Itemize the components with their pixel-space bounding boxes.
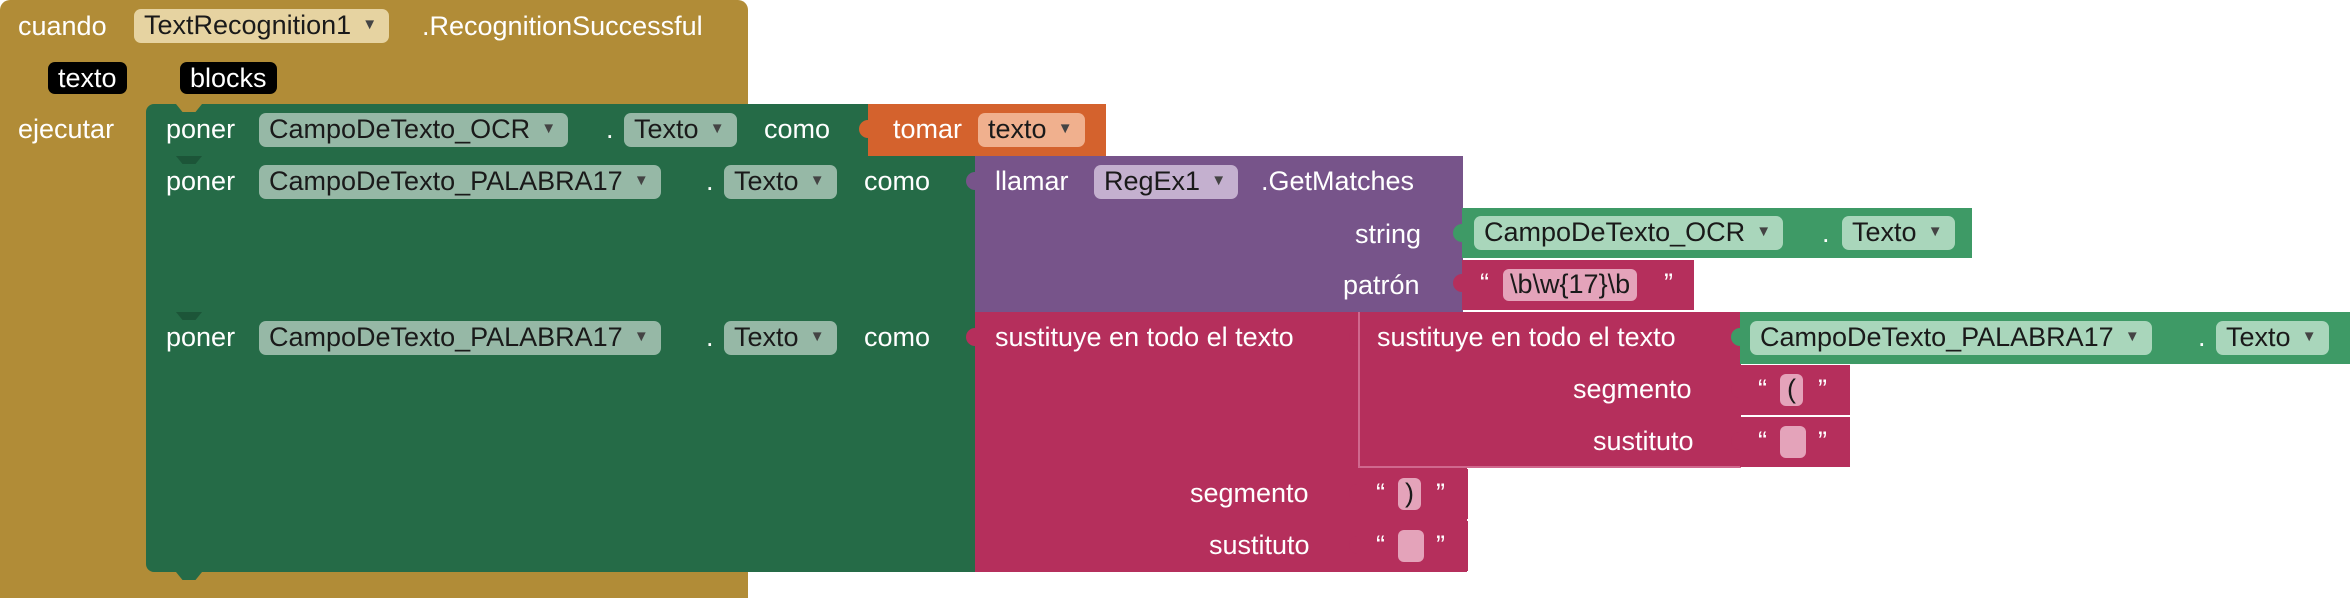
component-dropdown-palabra17[interactable]: CampoDeTexto_PALABRA17 ▼ bbox=[1750, 321, 2152, 355]
property-dropdown-texto[interactable]: Texto ▼ bbox=[1842, 216, 1955, 250]
open-quote-icon: “ bbox=[1758, 426, 1767, 456]
component-name: CampoDeTexto_PALABRA17 bbox=[1760, 322, 2114, 352]
property-dropdown-texto[interactable]: Texto ▼ bbox=[624, 113, 737, 147]
set-block-palabra17-replace[interactable] bbox=[146, 312, 976, 572]
chevron-down-icon: ▼ bbox=[1927, 223, 1943, 240]
component-name: CampoDeTexto_OCR bbox=[1484, 217, 1746, 247]
input-socket bbox=[1453, 274, 1462, 292]
get-label: tomar bbox=[893, 114, 963, 144]
chevron-down-icon: ▼ bbox=[2124, 328, 2140, 345]
component-name: CampoDeTexto_OCR bbox=[269, 114, 531, 144]
open-quote-icon: “ bbox=[1758, 374, 1767, 404]
input-socket bbox=[1453, 224, 1462, 242]
chevron-down-icon: ▼ bbox=[1211, 172, 1227, 189]
segment-text-field[interactable]: ( bbox=[1780, 374, 1803, 406]
method-name: .GetMatches bbox=[1261, 166, 1415, 196]
event-component-name: TextRecognition1 bbox=[144, 10, 352, 40]
to-label: como bbox=[864, 166, 931, 196]
call-label: llamar bbox=[995, 166, 1069, 196]
input-socket bbox=[1731, 432, 1740, 450]
param-texto[interactable]: texto bbox=[48, 62, 127, 94]
input-socket bbox=[859, 120, 868, 138]
component-dropdown-ocr[interactable]: CampoDeTexto_OCR ▼ bbox=[259, 113, 569, 147]
set-label: poner bbox=[166, 322, 236, 352]
event-block-bottom-bar bbox=[0, 574, 748, 598]
segment-text-field[interactable]: ) bbox=[1398, 478, 1421, 510]
statement-notch bbox=[176, 312, 202, 320]
chevron-down-icon: ▼ bbox=[809, 172, 825, 189]
component-dropdown-palabra17[interactable]: CampoDeTexto_PALABRA17 ▼ bbox=[259, 321, 661, 355]
open-quote-icon: “ bbox=[1480, 268, 1489, 298]
do-label: ejecutar bbox=[18, 114, 115, 144]
to-label: como bbox=[864, 322, 931, 352]
replacement-text-field[interactable] bbox=[1398, 530, 1424, 562]
open-quote-icon: “ bbox=[1376, 530, 1385, 560]
arg-string-label: string bbox=[1355, 219, 1422, 249]
property-dropdown-texto[interactable]: Texto ▼ bbox=[724, 165, 837, 199]
chevron-down-icon: ▼ bbox=[541, 120, 557, 137]
property-name: Texto bbox=[634, 114, 699, 144]
component-name: CampoDeTexto_PALABRA17 bbox=[269, 322, 623, 352]
input-socket bbox=[966, 172, 975, 190]
property-name: Texto bbox=[1852, 217, 1917, 247]
arg-pattern-label: patrón bbox=[1343, 270, 1420, 300]
property-name: Texto bbox=[734, 322, 799, 352]
replacement-label: sustituto bbox=[1209, 530, 1310, 560]
event-component-dropdown[interactable]: TextRecognition1 ▼ bbox=[134, 9, 390, 43]
statement-notch-bottom bbox=[176, 572, 202, 580]
event-name: .RecognitionSuccessful bbox=[422, 11, 703, 41]
component-dropdown-ocr[interactable]: CampoDeTexto_OCR ▼ bbox=[1474, 216, 1784, 250]
regex-component-dropdown[interactable]: RegEx1 ▼ bbox=[1094, 165, 1239, 199]
chevron-down-icon: ▼ bbox=[1756, 223, 1772, 240]
close-quote-icon: ” bbox=[1436, 530, 1445, 560]
property-dropdown-texto[interactable]: Texto ▼ bbox=[724, 321, 837, 355]
variable-name: texto bbox=[988, 114, 1047, 144]
set-label: poner bbox=[166, 114, 236, 144]
dot-separator: . bbox=[706, 166, 714, 196]
property-dropdown-texto[interactable]: Texto ▼ bbox=[2216, 321, 2329, 355]
input-socket bbox=[1349, 484, 1358, 502]
input-socket bbox=[1731, 380, 1740, 398]
chevron-down-icon: ▼ bbox=[2301, 328, 2317, 345]
variable-dropdown-texto[interactable]: texto ▼ bbox=[978, 113, 1085, 147]
regex-component-name: RegEx1 bbox=[1104, 166, 1201, 196]
when-label: cuando bbox=[18, 11, 107, 41]
set-label: poner bbox=[166, 166, 236, 196]
dot-separator: . bbox=[606, 114, 614, 144]
chevron-down-icon: ▼ bbox=[809, 328, 825, 345]
chevron-down-icon: ▼ bbox=[633, 172, 649, 189]
close-quote-icon: ” bbox=[1664, 268, 1673, 298]
replace-all-label: sustituye en todo el texto bbox=[995, 322, 1294, 352]
statement-notch bbox=[176, 156, 202, 164]
input-socket bbox=[966, 328, 975, 346]
chevron-down-icon: ▼ bbox=[633, 328, 649, 345]
close-quote-icon: ” bbox=[1818, 374, 1827, 404]
component-name: CampoDeTexto_PALABRA17 bbox=[269, 166, 623, 196]
segment-label: segmento bbox=[1573, 374, 1692, 404]
open-quote-icon: “ bbox=[1376, 478, 1385, 508]
input-socket bbox=[1731, 328, 1740, 346]
input-socket bbox=[1349, 536, 1358, 554]
close-quote-icon: ” bbox=[1818, 426, 1827, 456]
chevron-down-icon: ▼ bbox=[362, 16, 378, 33]
chevron-down-icon: ▼ bbox=[709, 120, 725, 137]
chevron-down-icon: ▼ bbox=[1057, 120, 1073, 137]
property-name: Texto bbox=[734, 166, 799, 196]
dot-separator: . bbox=[2198, 322, 2206, 352]
replacement-label: sustituto bbox=[1593, 426, 1694, 456]
property-name: Texto bbox=[2226, 322, 2291, 352]
pattern-text-field[interactable]: \b\w{17}\b bbox=[1503, 269, 1638, 301]
replace-all-block-inner[interactable] bbox=[1358, 312, 1741, 468]
statement-notch bbox=[176, 104, 202, 112]
replace-all-label: sustituye en todo el texto bbox=[1377, 322, 1676, 352]
dot-separator: . bbox=[1822, 218, 1830, 248]
segment-label: segmento bbox=[1190, 478, 1309, 508]
to-label: como bbox=[764, 114, 831, 144]
input-socket bbox=[1349, 328, 1358, 346]
close-quote-icon: ” bbox=[1436, 478, 1445, 508]
component-dropdown-palabra17[interactable]: CampoDeTexto_PALABRA17 ▼ bbox=[259, 165, 661, 199]
replacement-text-field[interactable] bbox=[1780, 426, 1806, 458]
param-blocks[interactable]: blocks bbox=[180, 62, 277, 94]
dot-separator: . bbox=[706, 322, 714, 352]
